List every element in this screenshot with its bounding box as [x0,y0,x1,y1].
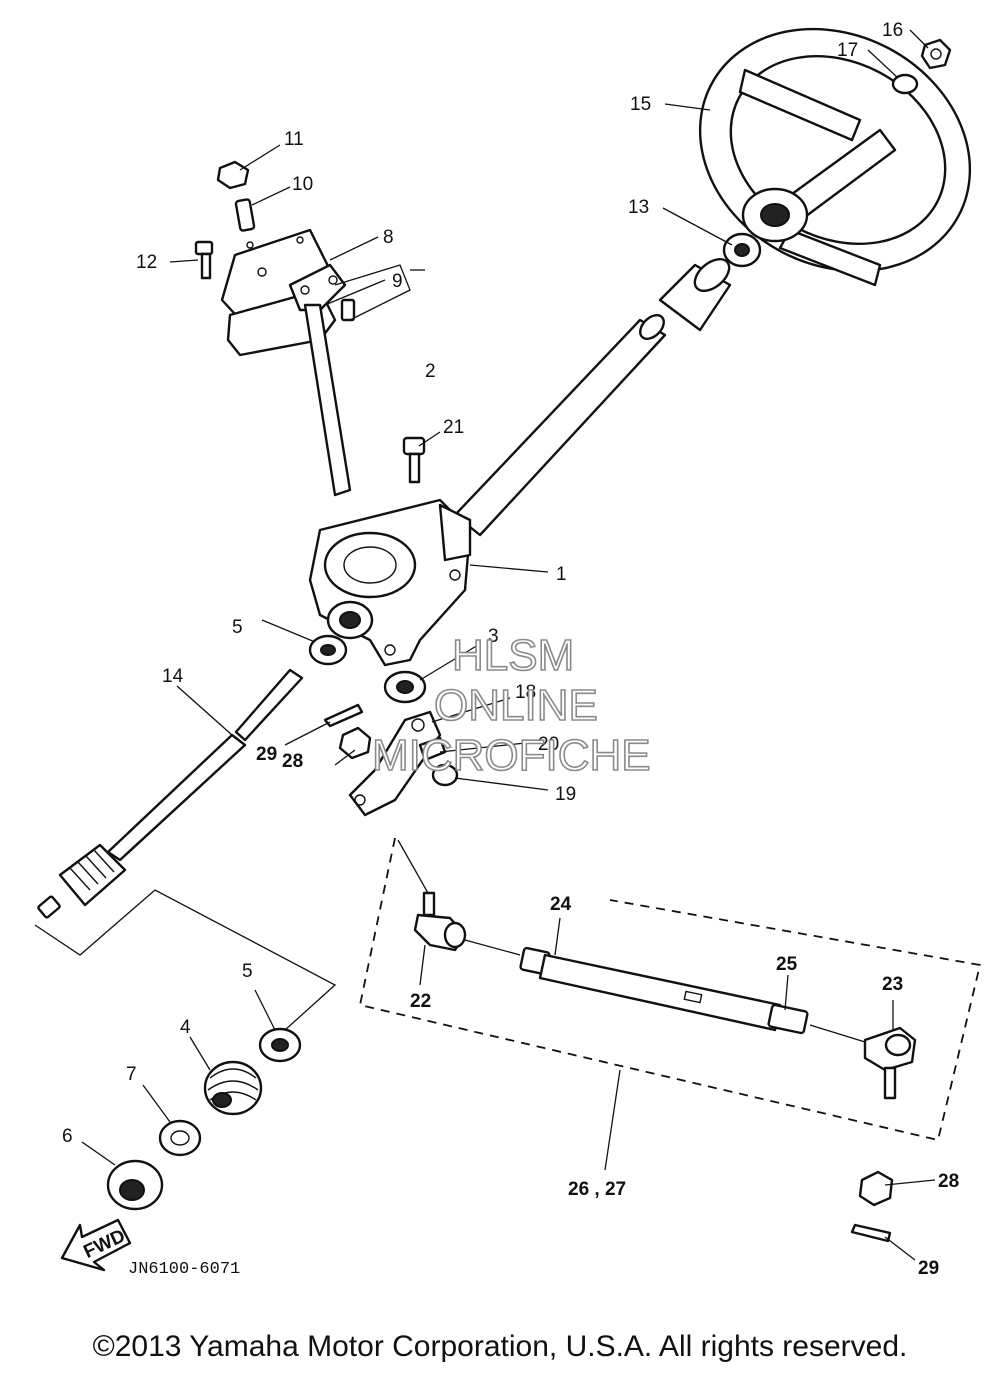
callout-26-27: 26 , 27 [568,1179,626,1200]
column-bushing [722,232,762,268]
callout-5-upper: 5 [232,617,243,638]
worm-assembly-bracket [34,889,337,1031]
watermark-line-2: ONLINE [434,681,598,730]
callout-17: 17 [837,40,858,61]
mounting-bolt [402,436,426,484]
adjusting-nut [106,1159,164,1211]
callout-29-right: 29 [918,1258,939,1279]
callout-5-lower: 5 [242,961,253,982]
callout-6: 6 [62,1126,73,1147]
sector-shaft-plug [340,298,356,322]
tie-rod-assembly-box [358,837,982,1142]
leader-lines [81,29,936,1261]
watermark-line-1: HLSM [452,631,574,680]
castle-nut-right [858,1170,894,1207]
callout-12: 12 [136,252,157,273]
gear-box [308,498,472,667]
sector-shaft-bracket [334,264,411,321]
callout-25: 25 [776,954,798,975]
oil-seal [383,670,427,704]
callout-14: 14 [162,666,184,687]
callout-4: 4 [180,1017,191,1038]
callout-18: 18 [515,682,536,703]
callout-11: 11 [284,129,304,150]
worm-nut [203,1060,263,1116]
steering-exploded-diagram: 1 2 3 4 5 5 6 7 8 9 10 11 12 13 14 15 16… [34,20,982,1279]
callout-9: 9 [392,271,403,292]
callout-28-left: 28 [282,751,303,772]
forward-arrow-icon: FWD [60,1218,132,1272]
callout-24: 24 [550,894,572,915]
washer [158,1119,202,1157]
callout-19: 19 [555,784,576,805]
cotter-pin-right [850,1223,892,1243]
column-upper-collar [658,257,732,332]
callout-2: 2 [425,361,436,382]
diagram-code: JN6100-6071 [128,1260,240,1279]
callout-20: 20 [538,734,559,755]
tie-rod [519,946,809,1035]
castle-nut-left [338,726,372,760]
callout-8: 8 [383,227,394,248]
adjusting-screw [234,198,256,232]
wheel-nut [920,38,952,70]
bearing-upper [308,634,348,666]
steering-column-tube [453,314,667,537]
copyright-notice: ©2013 Yamaha Motor Corporation, U.S.A. A… [92,1330,908,1363]
wheel-washer [891,73,919,95]
callout-15: 15 [630,94,651,115]
callout-28-right: 28 [938,1171,959,1192]
callout-23: 23 [882,974,903,995]
tie-rod-end-left [413,891,467,952]
callout-1: 1 [556,564,567,585]
cotter-pin-left [323,703,364,728]
worm-shaft [37,668,304,919]
lock-nut [216,160,250,190]
cover-bolt [194,240,214,280]
watermark-line-3: MICROFICHE [372,731,651,780]
tie-rod-end-right [863,1026,917,1100]
pitman-arm [348,710,442,817]
sector-shaft [288,263,352,497]
pitman-nut [431,763,459,787]
callout-22: 22 [410,991,431,1012]
callout-29-left: 29 [256,744,277,765]
callout-21: 21 [443,417,464,438]
callout-7: 7 [126,1064,137,1085]
callout-3: 3 [488,626,499,647]
callout-16: 16 [882,20,903,41]
bearing-lower [258,1027,302,1063]
callout-10: 10 [292,174,313,195]
callout-13: 13 [628,197,649,218]
